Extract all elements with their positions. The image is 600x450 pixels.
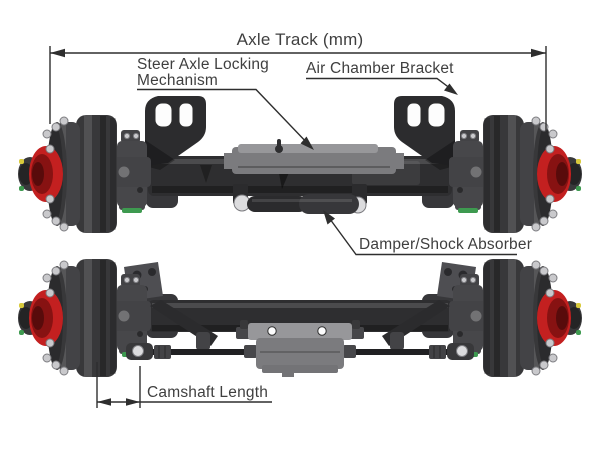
arrowhead-right <box>126 398 140 406</box>
brake-drum-top-left <box>17 114 118 234</box>
camshaft-label: Camshaft Length <box>147 384 269 401</box>
arrowhead <box>323 210 335 225</box>
steer-lock-leader <box>137 88 314 150</box>
knuckle-top-right <box>448 129 488 214</box>
damper-shock-absorber <box>233 184 367 214</box>
brake-drum-top-right <box>482 114 583 234</box>
bottom-axle-view <box>17 258 583 378</box>
top-axle-view <box>17 95 583 234</box>
locking-mechanism-underside <box>236 320 364 377</box>
steer-lock-label-line2: Mechanism <box>137 72 219 89</box>
steer-axle-locking-mechanism <box>224 139 404 174</box>
camshaft-dimension <box>96 362 272 408</box>
axle-track-label: Axle Track (mm) <box>236 30 364 49</box>
damper-leader <box>323 210 517 256</box>
steer-lock-label: Steer Axle Locking Mechanism <box>137 57 269 89</box>
arrowhead <box>300 136 314 150</box>
air-chamber-leader <box>306 77 458 95</box>
arrowhead-left <box>50 48 65 58</box>
brake-drum-bottom-right <box>482 258 583 378</box>
damper-label: Damper/Shock Absorber <box>359 236 533 253</box>
axle-track-dimension <box>49 46 547 131</box>
brake-drum-bottom-left <box>17 258 118 378</box>
knuckle-top-left <box>112 129 152 214</box>
arrowhead <box>444 83 458 95</box>
arrowhead-right <box>531 48 546 58</box>
steer-lock-label-line1: Steer Axle Locking <box>137 56 269 73</box>
annotations <box>49 46 547 408</box>
arrowhead-left <box>97 398 111 406</box>
air-chamber-label: Air Chamber Bracket <box>306 60 454 77</box>
